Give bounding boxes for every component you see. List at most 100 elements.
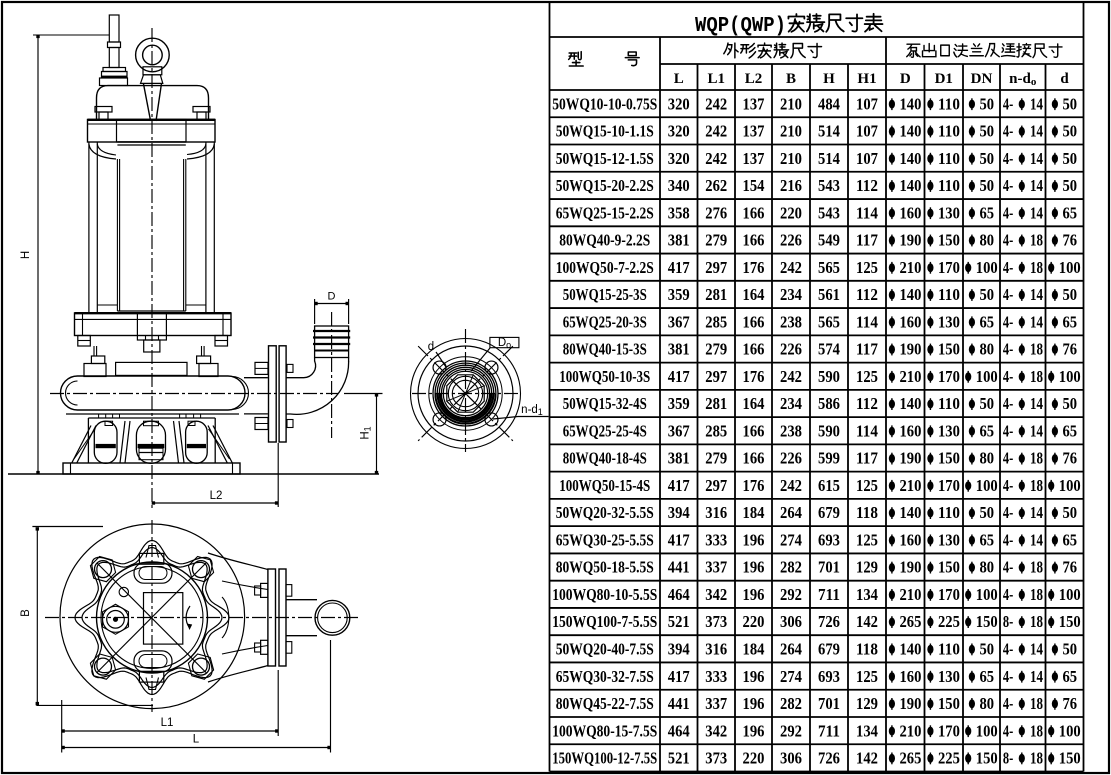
- svg-text:50WQ20-32-5.5S: 50WQ20-32-5.5S: [556, 503, 654, 522]
- svg-text:137: 137: [743, 122, 765, 141]
- svg-text:226: 226: [780, 449, 802, 468]
- svg-text:160: 160: [900, 203, 922, 222]
- svg-text:190: 190: [900, 340, 922, 359]
- svg-text:110: 110: [938, 176, 960, 195]
- svg-text:100: 100: [1059, 585, 1081, 604]
- svg-text:D: D: [900, 71, 911, 87]
- svg-text:50WQ15-20-2.2S: 50WQ15-20-2.2S: [556, 176, 654, 195]
- svg-text:18: 18: [1030, 558, 1043, 577]
- svg-text:100: 100: [976, 367, 998, 386]
- svg-text:150WQ100-12-7.5S: 150WQ100-12-7.5S: [552, 749, 657, 768]
- svg-text:166: 166: [743, 312, 765, 331]
- svg-text:140: 140: [900, 285, 922, 304]
- svg-text:n-do: n-do: [1009, 71, 1037, 88]
- svg-text:D1: D1: [935, 71, 953, 87]
- svg-text:110: 110: [938, 122, 960, 141]
- svg-text:210: 210: [900, 258, 922, 277]
- svg-text:50WQ15-10-1.1S: 50WQ15-10-1.1S: [556, 122, 654, 141]
- svg-text:117: 117: [856, 231, 878, 250]
- svg-text:281: 281: [705, 285, 727, 304]
- svg-text:65: 65: [1063, 421, 1078, 440]
- svg-text:50: 50: [1063, 149, 1078, 168]
- svg-text:130: 130: [938, 312, 960, 331]
- svg-text:L: L: [193, 734, 200, 746]
- svg-text:238: 238: [780, 421, 802, 440]
- svg-text:65WQ30-25-5.5S: 65WQ30-25-5.5S: [556, 530, 654, 549]
- svg-text:4-: 4-: [1003, 367, 1013, 386]
- svg-text:14: 14: [1030, 285, 1043, 304]
- svg-text:276: 276: [705, 203, 727, 222]
- svg-text:50: 50: [980, 94, 995, 113]
- svg-text:225: 225: [938, 612, 960, 631]
- svg-text:160: 160: [900, 421, 922, 440]
- svg-text:166: 166: [743, 340, 765, 359]
- svg-text:164: 164: [743, 394, 765, 413]
- svg-text:137: 137: [743, 94, 765, 113]
- svg-text:210: 210: [900, 585, 922, 604]
- svg-text:110: 110: [938, 394, 960, 413]
- svg-text:196: 196: [743, 667, 765, 686]
- svg-text:166: 166: [743, 203, 765, 222]
- svg-text:50: 50: [1063, 176, 1078, 195]
- svg-text:50WQ15-25-3S: 50WQ15-25-3S: [563, 285, 647, 304]
- svg-text:441: 441: [668, 558, 690, 577]
- svg-text:242: 242: [780, 258, 802, 277]
- svg-text:4-: 4-: [1003, 285, 1013, 304]
- svg-text:76: 76: [1063, 231, 1078, 250]
- svg-text:100: 100: [976, 476, 998, 495]
- svg-text:125: 125: [856, 667, 878, 686]
- svg-text:220: 220: [743, 612, 765, 631]
- svg-text:264: 264: [780, 640, 802, 659]
- svg-text:150: 150: [938, 694, 960, 713]
- svg-text:701: 701: [818, 694, 840, 713]
- svg-text:100WQ80-10-5.5S: 100WQ80-10-5.5S: [552, 585, 657, 604]
- svg-text:D: D: [328, 291, 336, 303]
- svg-text:134: 134: [856, 721, 878, 740]
- svg-text:615: 615: [818, 476, 840, 495]
- svg-text:112: 112: [856, 285, 878, 304]
- svg-text:226: 226: [780, 231, 802, 250]
- svg-text:264: 264: [780, 503, 802, 522]
- svg-text:210: 210: [780, 94, 802, 113]
- svg-text:14: 14: [1030, 640, 1043, 659]
- svg-text:110: 110: [938, 640, 960, 659]
- svg-text:521: 521: [668, 612, 690, 631]
- svg-text:110: 110: [938, 94, 960, 113]
- svg-text:65: 65: [980, 531, 995, 550]
- svg-text:50: 50: [980, 640, 995, 659]
- svg-text:65: 65: [980, 312, 995, 331]
- svg-text:125: 125: [856, 367, 878, 386]
- svg-text:176: 176: [743, 476, 765, 495]
- svg-text:274: 274: [780, 530, 802, 549]
- svg-text:166: 166: [743, 421, 765, 440]
- svg-text:417: 417: [668, 530, 690, 549]
- svg-text:150: 150: [976, 749, 998, 768]
- svg-text:238: 238: [780, 312, 802, 331]
- svg-text:100: 100: [1059, 476, 1081, 495]
- svg-text:100: 100: [1059, 721, 1081, 740]
- svg-text:50: 50: [980, 285, 995, 304]
- svg-text:114: 114: [856, 421, 878, 440]
- svg-text:65WQ25-15-2.2S: 65WQ25-15-2.2S: [556, 203, 654, 222]
- svg-text:679: 679: [818, 503, 840, 522]
- svg-text:18: 18: [1030, 694, 1043, 713]
- svg-text:574: 574: [818, 340, 840, 359]
- svg-text:114: 114: [856, 312, 878, 331]
- svg-text:50: 50: [980, 176, 995, 195]
- svg-text:110: 110: [938, 503, 960, 522]
- svg-text:4-: 4-: [1003, 94, 1013, 113]
- svg-text:4-: 4-: [1003, 122, 1013, 141]
- svg-text:337: 337: [705, 694, 727, 713]
- svg-text:18: 18: [1030, 367, 1043, 386]
- svg-text:50: 50: [1063, 94, 1078, 113]
- svg-text:190: 190: [900, 231, 922, 250]
- svg-text:142: 142: [856, 612, 878, 631]
- svg-text:4-: 4-: [1003, 394, 1013, 413]
- svg-text:190: 190: [900, 449, 922, 468]
- svg-text:B: B: [786, 71, 796, 87]
- svg-text:242: 242: [705, 122, 727, 141]
- svg-text:65: 65: [980, 421, 995, 440]
- svg-text:170: 170: [938, 585, 960, 604]
- svg-text:220: 220: [743, 749, 765, 768]
- svg-text:693: 693: [818, 667, 840, 686]
